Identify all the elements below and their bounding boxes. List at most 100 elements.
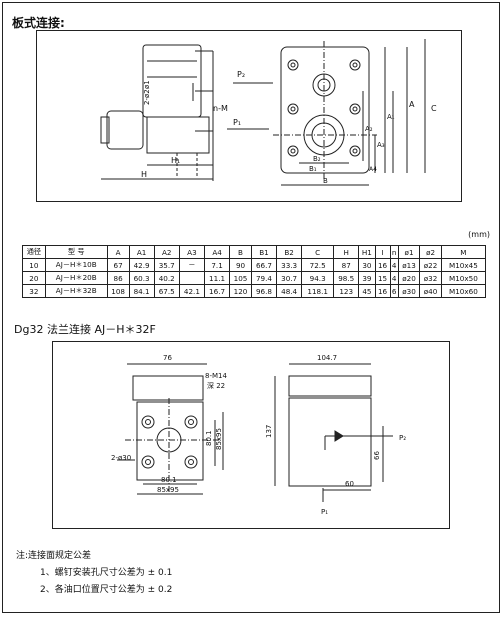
table-cell <box>178 271 205 285</box>
section2-title: Dg32 法兰连接 AJ－H＊32F <box>14 323 156 336</box>
table-cell: 11.1 <box>203 271 231 285</box>
col-header: ø2 <box>419 245 442 259</box>
table-cell: 120 <box>229 284 252 298</box>
table-cell: 4 <box>389 258 399 272</box>
table-cell: 86 <box>106 271 130 285</box>
label-137: 137 <box>265 425 273 438</box>
col-header: 型 号 <box>44 245 108 259</box>
table-cell: 30 <box>358 258 376 272</box>
table-cell: AJ－H＊32B <box>44 284 108 298</box>
table-cell: 16 <box>374 258 391 272</box>
flange-side-view <box>274 363 393 502</box>
table-cell: 98.5 <box>333 271 360 285</box>
col-header: C <box>301 245 335 259</box>
table-cell: 39 <box>358 271 376 285</box>
label-76: 76 <box>163 354 172 362</box>
page-frame <box>2 2 500 613</box>
table-cell: 60.3 <box>128 271 155 285</box>
plate-drawing: 2-ø2 ø1 n-M H H₁ P₂ <box>100 39 437 186</box>
table-cell: 16 <box>374 284 391 298</box>
table-cell: 40.2 <box>153 271 180 285</box>
table-cell: 4 <box>389 271 399 285</box>
plate-drawing-box: 2-ø2 ø1 n-M H H₁ P₂ <box>36 30 462 202</box>
note-item: 2、各油口位置尺寸公差为 ± 0.2 <box>40 585 173 595</box>
table-cell: 90 <box>229 258 252 272</box>
table-cell: 42.1 <box>178 284 205 298</box>
flange-drawing-box: 76 8-M14 深 22 2-ø30 80.1 85x95 80.1 85x9… <box>52 341 450 529</box>
col-header: ø1 <box>397 245 421 259</box>
col-header: 通径 <box>22 245 46 259</box>
table-cell: AJ－H＊20B <box>44 271 108 285</box>
table-cell: 32 <box>22 284 46 298</box>
label-P1: P₁ <box>321 508 328 516</box>
table-cell: 96.8 <box>250 284 278 298</box>
col-header: H1 <box>358 245 376 259</box>
col-header: M <box>440 245 487 259</box>
col-header: B2 <box>276 245 303 259</box>
table-cell: 105 <box>229 271 252 285</box>
col-header: A2 <box>153 245 180 259</box>
col-header: B <box>229 245 252 259</box>
table-cell: ø32 <box>419 271 442 285</box>
table-cell: 66.7 <box>250 258 278 272</box>
table-cell: 30.7 <box>276 271 303 285</box>
label-nM: n-M <box>213 104 228 113</box>
top-view <box>273 39 426 186</box>
col-header: n <box>389 245 399 259</box>
table-cell: 45 <box>358 284 376 298</box>
label-h80-1: 80.1 <box>161 476 177 484</box>
table-cell: 87 <box>333 258 360 272</box>
label-B: B <box>323 177 328 185</box>
side-view <box>100 44 214 181</box>
flange-front-view <box>117 363 224 495</box>
label-8m14: 8-M14 <box>205 372 227 380</box>
table-cell: 67.5 <box>153 284 180 298</box>
table-cell: 94.3 <box>301 271 335 285</box>
table-cell: 10 <box>22 258 46 272</box>
table-cell: 84.1 <box>128 284 155 298</box>
label-A1: A₁ <box>387 113 395 121</box>
col-header: H <box>333 245 360 259</box>
table-cell: 79.4 <box>250 271 278 285</box>
table-cell: ø22 <box>419 258 442 272</box>
label-A2: A₂ <box>365 125 373 133</box>
label-d2: 2-ø2 <box>143 89 151 105</box>
label-A: A <box>409 100 415 109</box>
label-B2: B₂ <box>313 155 321 163</box>
table-cell: 42.9 <box>128 258 155 272</box>
table-cell: 33.3 <box>276 258 303 272</box>
table-cell: ø20 <box>397 271 421 285</box>
table-cell: 6 <box>389 284 399 298</box>
notes: 注:连接面规定公差 1、螺钉安装孔尺寸公差为 ± 0.1 2、各油口位置尺寸公差… <box>16 548 172 599</box>
section1-title: 板式连接: <box>12 16 65 30</box>
label-60: 60 <box>345 480 354 488</box>
col-header: A <box>106 245 130 259</box>
notes-title: 注:连接面规定公差 <box>16 551 92 561</box>
table-cell: 67 <box>106 258 130 272</box>
label-66: 66 <box>373 451 381 460</box>
label-H1: H₁ <box>171 156 180 165</box>
label-2d30: 2-ø30 <box>111 454 131 462</box>
label-v80-1: 80.1 <box>205 430 213 446</box>
label-P1: P₁ <box>233 118 241 127</box>
table-cell: 7.1 <box>203 258 231 272</box>
table-cell: AJ－H＊10B <box>44 258 108 272</box>
table-cell: 123 <box>333 284 360 298</box>
label-deep22: 深 22 <box>207 381 225 390</box>
table-cell: M10x60 <box>440 284 487 298</box>
table-cell: ø30 <box>397 284 421 298</box>
col-header: A1 <box>128 245 155 259</box>
table-cell: M10x50 <box>440 271 487 285</box>
table-cell: 72.5 <box>301 258 335 272</box>
label-C: C <box>431 104 437 113</box>
label-104-7: 104.7 <box>317 354 337 362</box>
table-cell: 108 <box>106 284 130 298</box>
table-cell: 35.7 <box>153 258 180 272</box>
label-A3: A₃ <box>377 141 385 149</box>
label-d1: ø1 <box>143 80 151 89</box>
table-cell: 118.1 <box>301 284 335 298</box>
label-A4: A4 <box>369 166 377 173</box>
unit-label: (mm) <box>468 230 490 239</box>
table-cell: ø13 <box>397 258 421 272</box>
col-header: B1 <box>250 245 278 259</box>
